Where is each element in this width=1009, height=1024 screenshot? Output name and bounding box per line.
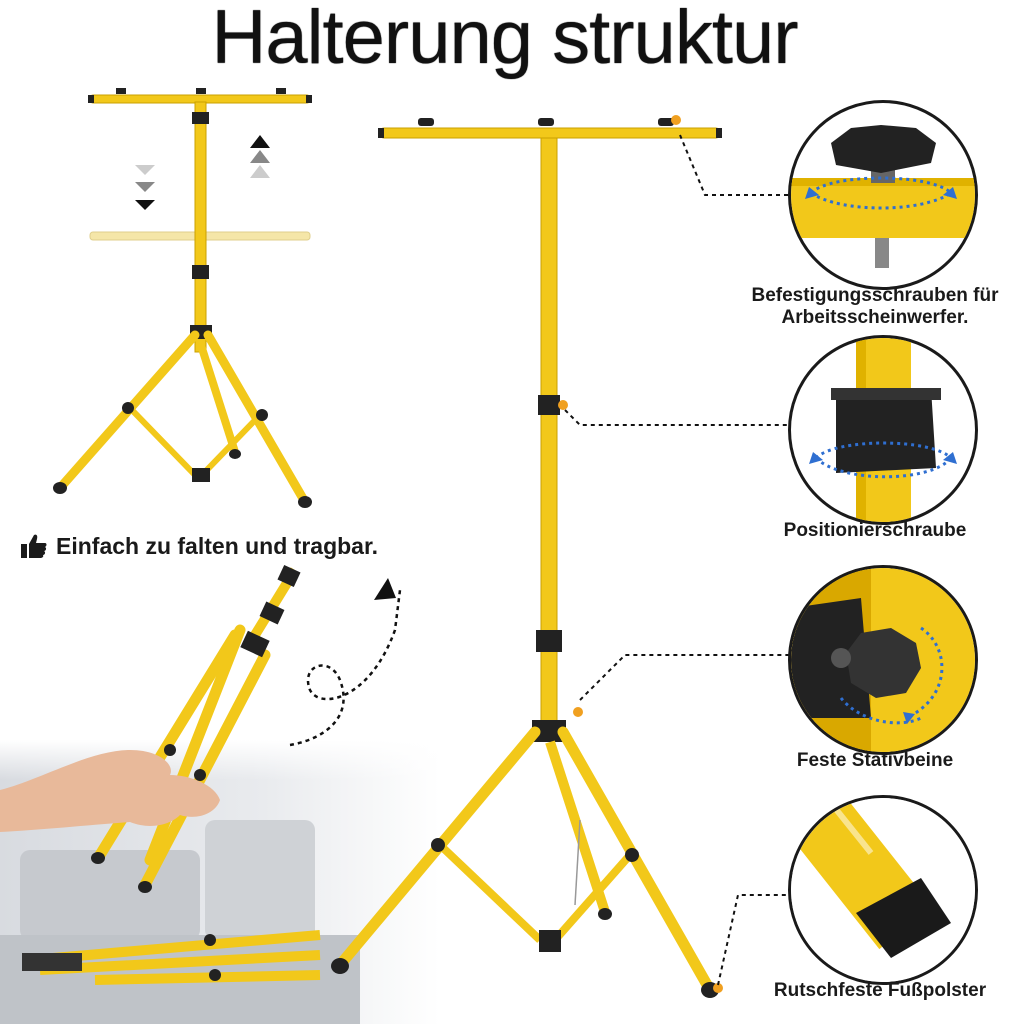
- tripod-height-adjust-illustration: [53, 88, 312, 508]
- main-tripod-illustration: [331, 115, 723, 998]
- label-anti-slip-feet: Rutschfeste Fußpolster: [773, 980, 987, 1001]
- label-mounting-screws-line2: Arbeitsscheinwerfer.: [781, 307, 969, 328]
- subtitle-text: Einfach zu falten und tragbar.: [56, 532, 379, 559]
- label-mounting-screws: Befestigungsschrauben für Arbeitsscheinw…: [735, 285, 1009, 329]
- detail-circle-positioning-screw: [788, 335, 978, 525]
- label-positioning-screw: Positionierschraube: [783, 520, 967, 541]
- detail-circle-fixed-legs: [788, 565, 978, 755]
- subtitle-row: Einfach zu falten und tragbar.: [20, 532, 378, 560]
- detail-circle-mounting-screws: [788, 100, 978, 290]
- detail-circle-anti-slip-feet: [788, 795, 978, 985]
- page-title: Halterung struktur: [211, 0, 798, 80]
- label-fixed-legs: Feste Stativbeine: [796, 750, 954, 771]
- thumbs-up-icon: [21, 534, 47, 558]
- label-mounting-screws-line1: Befestigungsschrauben für: [751, 285, 999, 306]
- folded-tripod-photo: [0, 564, 440, 1024]
